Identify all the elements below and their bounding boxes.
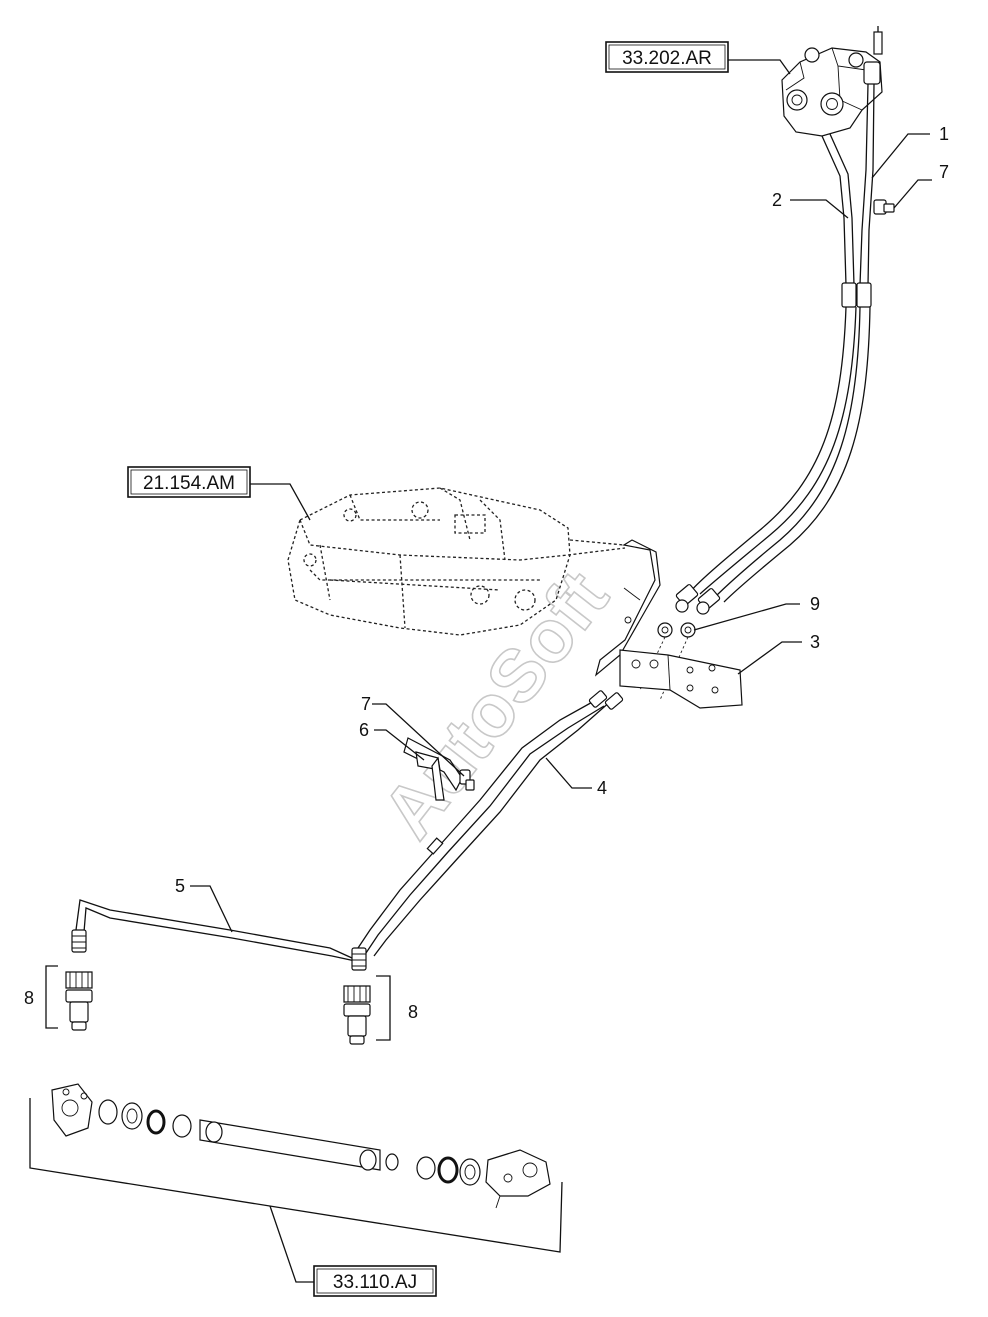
callout-8-left: 8 xyxy=(24,988,34,1008)
reference-box-middle-left[interactable]: 21.154.AM xyxy=(127,466,251,498)
callout-9: 9 xyxy=(810,594,820,614)
leader-7-top xyxy=(893,179,932,209)
axle-assembly xyxy=(29,1083,563,1253)
leader-7-mid xyxy=(372,703,465,777)
hose-assembly xyxy=(675,83,875,615)
leader-6 xyxy=(374,729,425,761)
callout-6: 6 xyxy=(359,720,369,740)
transmission-housing-phantom xyxy=(287,487,626,636)
watermark-text: AutoSoft xyxy=(366,556,624,853)
callout-3: 3 xyxy=(810,632,820,652)
reference-label-top-right: 33.202.AR xyxy=(622,48,712,69)
fitting-right-item-8 xyxy=(343,985,371,1045)
leader-top-ref xyxy=(728,59,791,75)
reference-box-top-right[interactable]: 33.202.AR xyxy=(605,41,729,73)
callout-4: 4 xyxy=(597,778,607,798)
support-bracket-item-6 xyxy=(403,737,475,801)
callout-1: 1 xyxy=(939,124,949,144)
clamp-top xyxy=(873,199,895,215)
fitting-left-item-8 xyxy=(65,971,93,1031)
reference-label-bottom: 33.110.AJ xyxy=(333,1272,417,1293)
leader-2 xyxy=(790,199,849,219)
bracket-8-right xyxy=(376,975,391,1041)
leader-middle-ref xyxy=(250,483,311,521)
callout-7-mid: 7 xyxy=(361,694,371,714)
leader-bottom-ref xyxy=(269,1205,314,1283)
callout-7-top: 7 xyxy=(939,162,949,182)
pipes-4-5 xyxy=(71,690,624,971)
bracket-item-3 xyxy=(594,539,743,709)
callout-2: 2 xyxy=(772,190,782,210)
nuts-item-9 xyxy=(639,622,696,701)
callout-8-right: 8 xyxy=(408,1002,418,1022)
reference-box-bottom[interactable]: 33.110.AJ xyxy=(313,1265,437,1297)
callout-5: 5 xyxy=(175,876,185,896)
leader-1 xyxy=(871,133,930,179)
bracket-8-left xyxy=(45,965,58,1029)
leader-9 xyxy=(693,603,800,631)
hydraulic-valve xyxy=(781,26,883,137)
reference-label-middle-left: 21.154.AM xyxy=(143,473,235,494)
leader-4 xyxy=(545,757,592,789)
leader-5 xyxy=(190,885,233,933)
leader-3 xyxy=(737,641,802,675)
